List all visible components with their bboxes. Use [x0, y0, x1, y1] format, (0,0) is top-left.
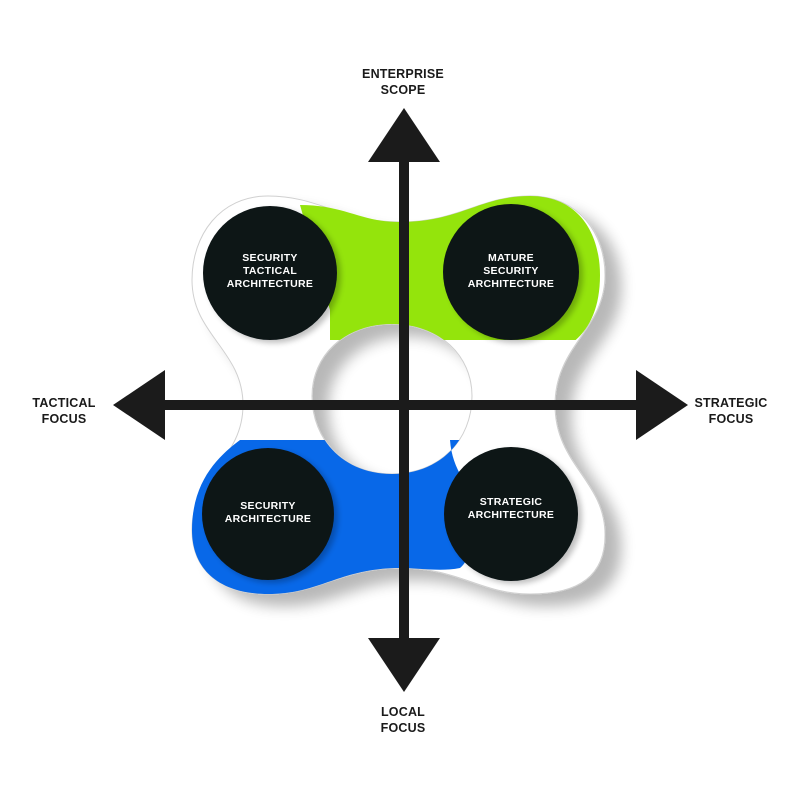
node-label-top-right-line1: MATURE	[488, 252, 534, 264]
horizontal-axis-line	[160, 400, 640, 410]
axes	[113, 108, 688, 692]
node-label-top-left-line2: TACTICAL	[242, 265, 298, 277]
axis-label-left: TACTICAL FOCUS	[0, 395, 134, 427]
axis-label-right-line2: FOCUS	[708, 412, 754, 426]
circle-bottom-left	[202, 448, 334, 580]
quadrant-circles	[202, 204, 579, 581]
axis-label-bottom-line1: LOCAL	[380, 705, 426, 719]
node-label-top-right: MATURE SECURITY ARCHITECTURE	[451, 252, 571, 291]
node-label-bottom-right: STRATEGIC ARCHITECTURE	[451, 496, 571, 522]
axis-label-left-line1: TACTICAL	[32, 396, 96, 410]
axis-label-bottom: LOCAL FOCUS	[333, 704, 473, 736]
node-label-top-right-line3: ARCHITECTURE	[467, 278, 555, 290]
arrow-down-icon	[368, 638, 440, 692]
node-label-bottom-right-line2: ARCHITECTURE	[467, 509, 555, 521]
axis-label-top-line1: ENTERPRISE	[362, 67, 444, 81]
node-label-bottom-left-line1: SECURITY	[240, 500, 296, 512]
node-label-top-left-line1: SECURITY	[242, 252, 298, 264]
axis-label-right-line1: STRATEGIC	[694, 396, 768, 410]
axis-label-bottom-line2: FOCUS	[380, 721, 426, 735]
axis-label-left-line2: FOCUS	[41, 412, 87, 426]
axis-label-top-line2: SCOPE	[380, 83, 426, 97]
node-label-top-left: SECURITY TACTICAL ARCHITECTURE	[210, 252, 330, 291]
arrow-left-icon	[113, 370, 165, 440]
node-label-top-right-line2: SECURITY	[483, 265, 539, 277]
circle-top-left	[203, 206, 337, 340]
axis-label-top: ENTERPRISE SCOPE	[333, 66, 473, 98]
arrow-right-icon	[636, 370, 688, 440]
circle-top-right	[443, 204, 579, 340]
arrow-up-icon	[368, 108, 440, 162]
axis-label-right: STRATEGIC FOCUS	[661, 395, 800, 427]
circle-bottom-right	[444, 447, 578, 581]
node-label-bottom-left-line2: ARCHITECTURE	[224, 513, 312, 525]
node-label-bottom-right-line1: STRATEGIC	[479, 496, 543, 508]
node-label-top-left-line3: ARCHITECTURE	[226, 278, 314, 290]
node-label-bottom-left: SECURITY ARCHITECTURE	[208, 500, 328, 526]
